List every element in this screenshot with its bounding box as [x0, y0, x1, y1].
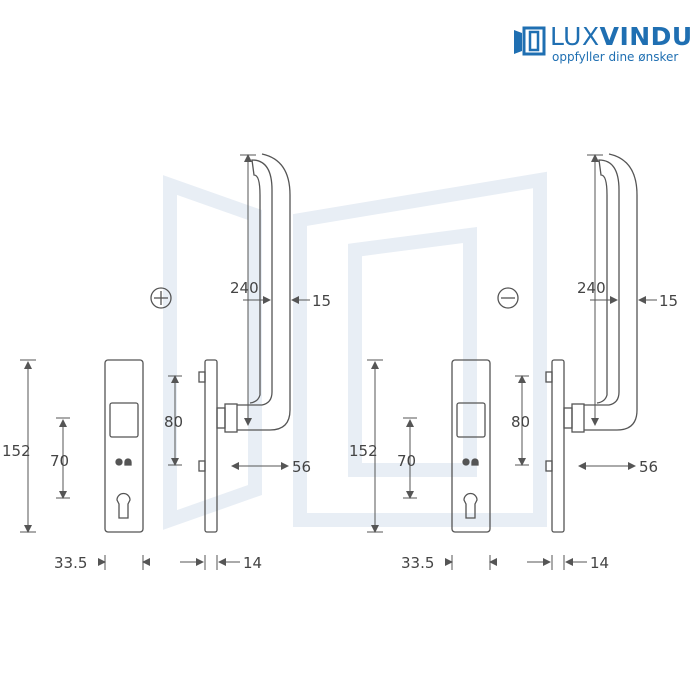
- front-plate: [104, 359, 144, 533]
- dim-handle-height: 240: [577, 279, 606, 297]
- dim-plate-width: 33.5: [54, 554, 87, 572]
- dim-handle-depth: 15: [659, 292, 678, 310]
- plus-symbol-icon: [150, 287, 172, 309]
- variant-plus: 240 15 152 70 80 56 33.5 14: [2, 153, 331, 572]
- brand-tagline: oppfyller dine ønsker: [552, 50, 679, 64]
- dim-projection: 56: [292, 458, 311, 476]
- handle-side-view: [198, 153, 291, 533]
- dim-plate-thickness: 14: [590, 554, 609, 572]
- dim-spacing: 70: [50, 452, 69, 470]
- dim-spacing: 70: [397, 452, 416, 470]
- handle-side-view: [545, 153, 638, 533]
- dim-plate-height: 152: [349, 442, 378, 460]
- watermark-logo: [163, 171, 547, 530]
- dimension-lines: [367, 154, 657, 570]
- brand-name: LUXVINDU: [550, 22, 693, 51]
- dim-plate-height: 152: [2, 442, 31, 460]
- dim-handle-depth: 15: [312, 292, 331, 310]
- minus-symbol-icon: [497, 287, 519, 309]
- dim-handle-height: 240: [230, 279, 259, 297]
- variant-minus: 240 15 152 70 80 56 33.5 14: [349, 153, 678, 572]
- dim-mount: 80: [164, 413, 183, 431]
- dim-plate-width: 33.5: [401, 554, 434, 572]
- front-plate: [451, 359, 491, 533]
- dimension-lines: [20, 154, 310, 570]
- dim-mount: 80: [511, 413, 530, 431]
- window-logo-icon: [514, 26, 546, 56]
- dimension-labels: 240 15 152 70 80 56 33.5 14: [2, 279, 331, 572]
- dim-plate-thickness: 14: [243, 554, 262, 572]
- dimension-labels: 240 15 152 70 80 56 33.5 14: [349, 279, 678, 572]
- luxvindu-logo: LUXVINDU oppfyller dine ønsker: [512, 22, 692, 70]
- dim-projection: 56: [639, 458, 658, 476]
